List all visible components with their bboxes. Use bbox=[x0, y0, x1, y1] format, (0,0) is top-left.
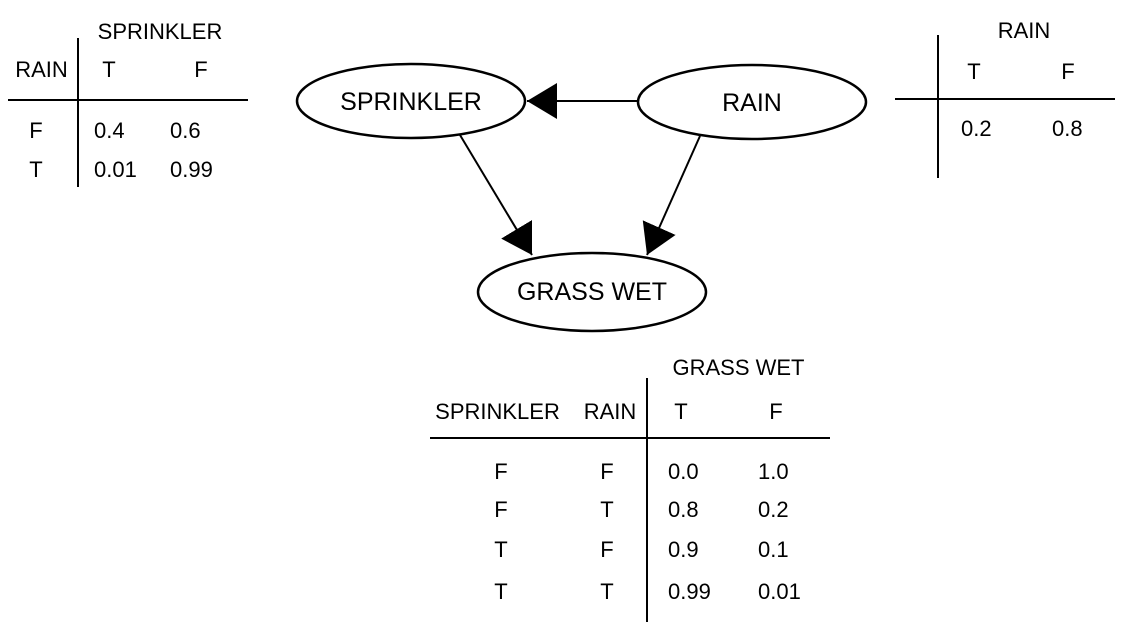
column-header-f: F bbox=[1061, 59, 1075, 84]
cpt-title: SPRINKLER bbox=[97, 19, 223, 44]
cpt-title: RAIN bbox=[997, 18, 1051, 43]
probability-value: 0.2 bbox=[758, 497, 789, 522]
row-label-rain: T bbox=[600, 497, 614, 522]
table-title-row: RAIN bbox=[895, 18, 1123, 44]
table-vertical-rule bbox=[937, 35, 939, 178]
row-label-sprinkler: F bbox=[494, 459, 508, 484]
column-header-t: T bbox=[102, 57, 116, 82]
table-vertical-rule bbox=[77, 38, 79, 187]
table-header-row: SPRINKLER RAIN T F bbox=[430, 399, 830, 425]
condition-header-sprinkler: SPRINKLER bbox=[435, 399, 560, 424]
probability-value: 0.2 bbox=[961, 116, 992, 141]
row-label-sprinkler: F bbox=[494, 497, 508, 522]
rain-cpt-table: RAIN T F 0.2 0.8 bbox=[895, 14, 1123, 182]
probability-value: 0.6 bbox=[170, 118, 201, 143]
row-label: T bbox=[29, 157, 43, 182]
row-label-sprinkler: T bbox=[494, 579, 508, 604]
row-label-rain: F bbox=[600, 459, 614, 484]
grass-wet-cpt-table: GRASS WET SPRINKLER RAIN T F F F 0.0 1.0… bbox=[430, 355, 830, 635]
table-row: 0.2 0.8 bbox=[895, 116, 1123, 142]
row-label: F bbox=[29, 118, 43, 143]
table-horizontal-rule bbox=[8, 99, 248, 101]
probability-value: 0.99 bbox=[170, 157, 213, 182]
sprinkler-cpt-table: SPRINKLER RAIN T F F 0.4 0.6 T 0.01 0.99 bbox=[8, 14, 256, 194]
probability-value: 0.4 bbox=[94, 118, 125, 143]
probability-value: 0.8 bbox=[668, 497, 699, 522]
grass-wet-node bbox=[476, 251, 708, 333]
probability-value: 0.01 bbox=[94, 157, 137, 182]
rain-node bbox=[636, 63, 868, 141]
edge-sprinkler-to-grass-wet bbox=[459, 134, 533, 256]
table-row: T T 0.99 0.01 bbox=[430, 579, 830, 605]
table-horizontal-rule bbox=[895, 98, 1115, 100]
table-row: F 0.4 0.6 bbox=[8, 118, 256, 144]
sprinkler-node bbox=[295, 62, 527, 140]
row-label-rain: T bbox=[600, 579, 614, 604]
condition-header-rain: RAIN bbox=[583, 399, 637, 424]
probability-value: 0.9 bbox=[668, 537, 699, 562]
probability-value: 1.0 bbox=[758, 459, 789, 484]
table-title-row: SPRINKLER bbox=[8, 19, 256, 45]
table-row: T F 0.9 0.1 bbox=[430, 537, 830, 563]
table-title-row: GRASS WET bbox=[430, 355, 830, 381]
row-label-rain: F bbox=[600, 537, 614, 562]
grass-wet-node-label: GRASS WET bbox=[517, 278, 667, 306]
column-header-f: F bbox=[194, 57, 208, 82]
table-row: T 0.01 0.99 bbox=[8, 157, 256, 183]
sprinkler-node-label: SPRINKLER bbox=[340, 88, 482, 116]
table-header-row: T F bbox=[895, 59, 1123, 85]
edge-rain-to-grass-wet bbox=[642, 135, 701, 256]
table-horizontal-rule bbox=[430, 437, 830, 439]
column-header-f: F bbox=[769, 399, 783, 424]
cpt-title: GRASS WET bbox=[672, 355, 805, 380]
column-header-t: T bbox=[967, 59, 981, 84]
probability-value: 0.99 bbox=[668, 579, 711, 604]
condition-header: RAIN bbox=[15, 57, 68, 82]
probability-value: 0.8 bbox=[1052, 116, 1083, 141]
probability-value: 0.1 bbox=[758, 537, 789, 562]
table-row: F T 0.8 0.2 bbox=[430, 497, 830, 523]
rain-node-label: RAIN bbox=[722, 89, 782, 117]
table-row: F F 0.0 1.0 bbox=[430, 459, 830, 485]
row-label-sprinkler: T bbox=[494, 537, 508, 562]
table-header-row: RAIN T F bbox=[8, 57, 256, 83]
table-vertical-rule bbox=[646, 378, 648, 622]
probability-value: 0.01 bbox=[758, 579, 801, 604]
column-header-t: T bbox=[674, 399, 688, 424]
probability-value: 0.0 bbox=[668, 459, 699, 484]
